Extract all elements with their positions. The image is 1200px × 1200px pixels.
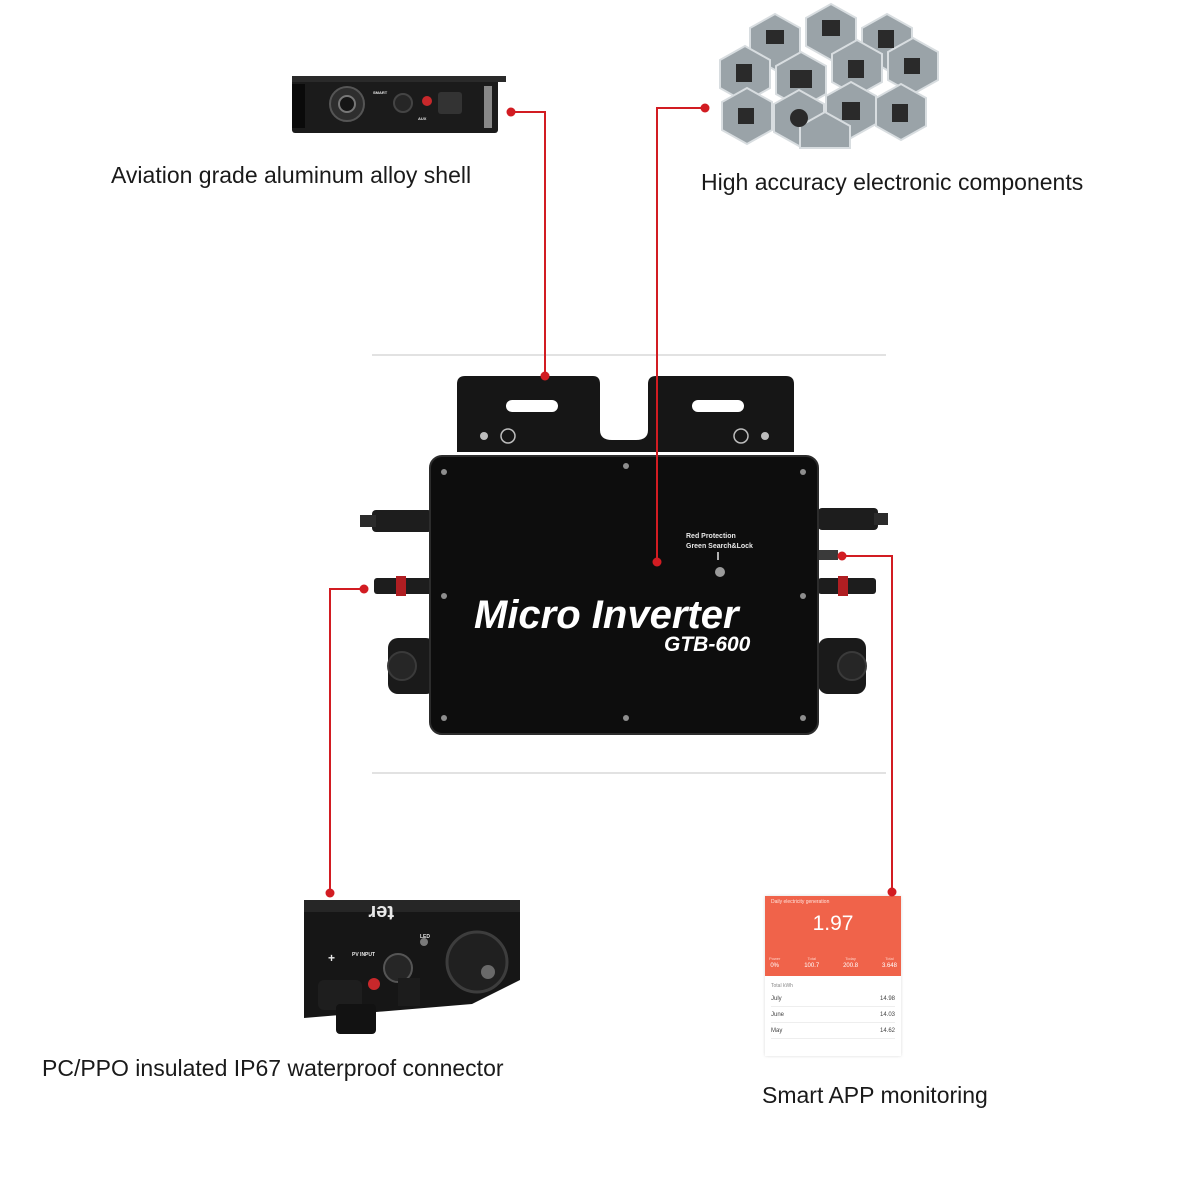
- svg-text:SMART: SMART: [373, 90, 388, 95]
- callout-dot: [837, 551, 847, 561]
- app-stat: Total 100.7: [804, 956, 819, 969]
- ground-symbol-icon: [500, 428, 516, 444]
- app-header: Daily electricity generation 1.97 Power 0…: [765, 896, 901, 976]
- callout-dot: [652, 557, 662, 567]
- app-screenshot: Daily electricity generation 1.97 Power 0…: [765, 896, 901, 1056]
- app-row-month: May: [771, 1028, 783, 1034]
- app-stat-value: 100.7: [804, 963, 820, 969]
- app-list-row: May 14.62: [771, 1024, 895, 1039]
- app-stat-label: Total: [807, 956, 816, 961]
- app-stat-label: Power: [769, 956, 781, 961]
- app-header-title: Daily electricity generation: [771, 899, 830, 905]
- shell-closeup-image: SMART AUX: [292, 76, 506, 133]
- caption-shell: Aviation grade aluminum alloy shell: [111, 162, 472, 188]
- app-stat-value: 0%: [770, 963, 779, 969]
- mounting-slot: [506, 400, 558, 412]
- components-collage-image: [719, 2, 939, 149]
- callout-dot: [359, 584, 369, 594]
- app-row-month: June: [771, 1012, 785, 1018]
- led-legend-protection: Red Protection: [686, 533, 736, 540]
- svg-text:PV INPUT: PV INPUT: [352, 952, 375, 958]
- app-row-value: 14.62: [879, 1028, 895, 1034]
- led-legend-search: Green Search&Lock: [686, 543, 753, 550]
- caption-connector: PC/PPO insulated IP67 waterproof connect…: [42, 1055, 504, 1081]
- svg-text:LED: LED: [420, 934, 430, 940]
- app-stat: Power 0%: [769, 956, 780, 969]
- callout-line-components: [656, 107, 705, 562]
- app-stat-value: 3.648: [881, 963, 897, 969]
- app-stat-value: 200.8: [843, 963, 859, 969]
- app-big-value: 1.97: [812, 912, 854, 935]
- svg-text:ter: ter: [368, 901, 394, 923]
- app-stat-label: Total: [885, 956, 894, 961]
- app-row-value: 14.03: [879, 1012, 895, 1018]
- mounting-slot: [692, 400, 744, 412]
- app-stat: Today 200.8: [843, 956, 858, 969]
- device-model: GTB-600: [664, 633, 751, 656]
- callout-line-app: [842, 555, 893, 892]
- status-led: [715, 567, 725, 577]
- app-stats: Power 0% Total 100.7 Today 200.8 Total 3.648: [769, 956, 897, 969]
- app-row-month: July: [771, 996, 782, 1002]
- connector-closeup-image: ter + PV INPUT LED: [304, 900, 520, 1034]
- caption-app: Smart APP monitoring: [762, 1082, 988, 1108]
- app-list-title: Total kWh: [771, 983, 793, 989]
- caption-components: High accuracy electronic components: [701, 169, 1084, 195]
- app-row-value: 14.98: [879, 996, 895, 1002]
- callout-line-shell: [511, 111, 546, 376]
- callout-line-connector: [329, 588, 364, 893]
- callout-dot: [506, 107, 516, 117]
- callout-dot: [700, 103, 710, 113]
- app-stat-label: Today: [845, 956, 856, 961]
- app-list-row: June 14.03: [771, 1008, 895, 1023]
- svg-text:AUX: AUX: [418, 116, 427, 121]
- callout-dot: [325, 888, 335, 898]
- app-list-row: July 14.98: [771, 992, 895, 1007]
- svg-text:+: +: [328, 951, 335, 965]
- device-title: Micro Inverter: [474, 593, 741, 637]
- ground-symbol-icon: [733, 428, 749, 444]
- callout-lines: [329, 107, 893, 893]
- callout-dot: [540, 371, 550, 381]
- micro-inverter-device: Red Protection Green Search&Lock Micro I…: [360, 376, 888, 735]
- callout-dot: [887, 887, 897, 897]
- app-stat: Total 3.648: [882, 956, 897, 969]
